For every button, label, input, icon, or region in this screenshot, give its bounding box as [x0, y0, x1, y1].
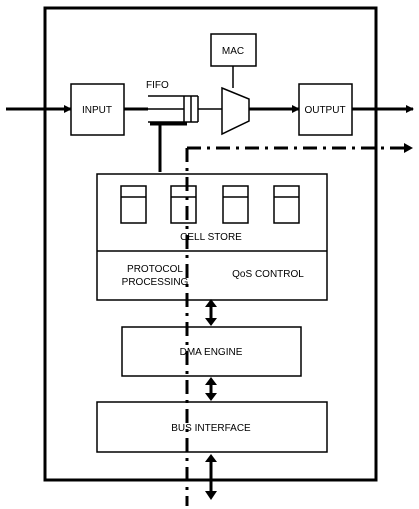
bidir-arrow-bus-external [205, 454, 217, 500]
cell-3 [222, 185, 249, 224]
qos-control-label: QoS CONTROL [232, 269, 304, 280]
input-label: INPUT [82, 105, 112, 116]
cell-store-box [96, 173, 328, 301]
bus-interface-box [96, 401, 328, 453]
protocol-label-line2: PROCESSING [122, 277, 189, 288]
dma-engine-label: DMA ENGINE [180, 347, 243, 358]
protocol-label-line1: PROTOCOL [127, 264, 183, 275]
cell-1 [120, 185, 147, 224]
partition-arrowhead [404, 143, 413, 153]
cell-4 [273, 185, 300, 224]
output-label: OUTPUT [304, 105, 345, 116]
cell-store-label: CELL STORE [180, 232, 242, 243]
dma-engine-box [121, 326, 302, 377]
bus-interface-label: BUS INTERFACE [171, 423, 251, 434]
cell-2 [170, 185, 197, 224]
fifo-label: FIFO [146, 80, 169, 91]
output-box [298, 83, 353, 136]
bidir-arrow-protocol-dma [205, 299, 217, 326]
mac-label: MAC [222, 46, 244, 57]
mux-shape [221, 86, 250, 136]
bidir-arrow-dma-bus [205, 377, 217, 401]
